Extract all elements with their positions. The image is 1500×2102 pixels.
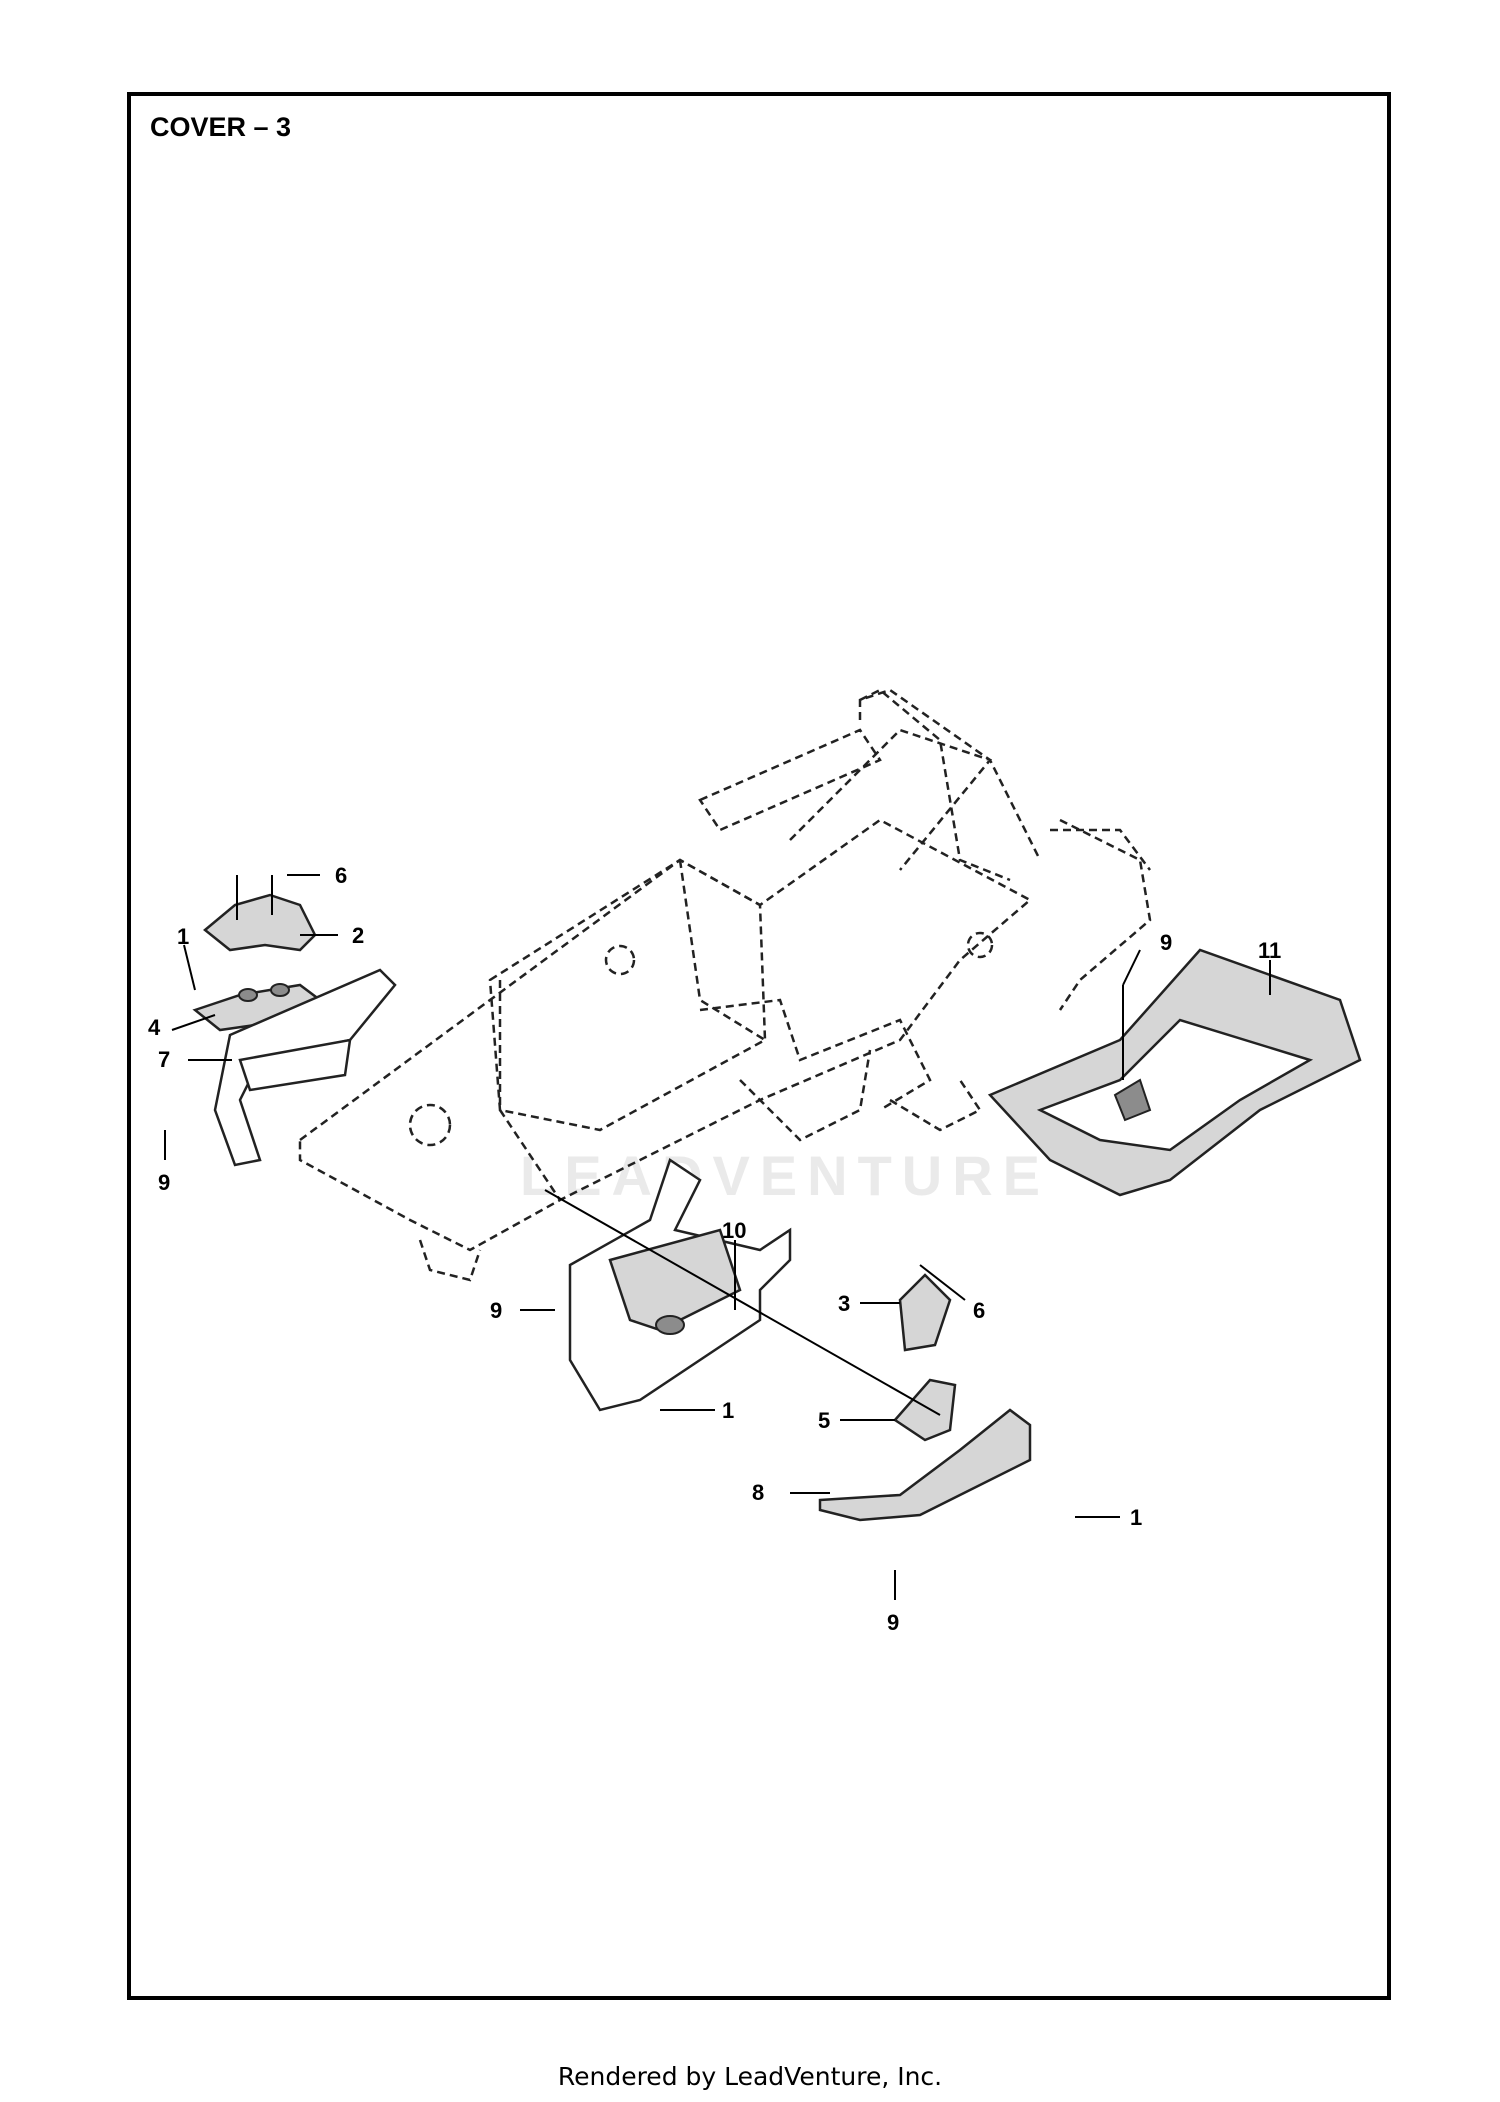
- callout-9: 9: [887, 1610, 899, 1635]
- callout-2: 2: [352, 923, 364, 948]
- callout-10: 10: [722, 1218, 746, 1243]
- diagram-frame: [127, 92, 1391, 2000]
- part-10-center-cover: [568, 1158, 792, 1412]
- part-8-cover: [818, 1408, 1032, 1522]
- part-11-floor-mat: [987, 948, 1362, 1197]
- callout-9: 9: [158, 1170, 170, 1195]
- callout-3: 3: [838, 1291, 850, 1316]
- callout-1: 1: [722, 1398, 734, 1423]
- leader-lines: [164, 874, 1271, 1600]
- callout-5: 5: [818, 1408, 830, 1433]
- callout-9: 9: [490, 1298, 502, 1323]
- watermark: LEADVENTURE: [520, 1144, 1050, 1207]
- callout-6: 6: [973, 1298, 985, 1323]
- part-7-bracket: [213, 968, 397, 1167]
- part-3-cover: [898, 1273, 952, 1352]
- diagram-title: COVER – 3: [150, 112, 292, 142]
- callout-6: 6: [335, 863, 347, 888]
- callout-1: 1: [1130, 1505, 1142, 1530]
- chassis-frame-outline: [298, 688, 1152, 1282]
- callout-8: 8: [752, 1480, 764, 1505]
- callout-7: 7: [158, 1047, 170, 1072]
- footer-credit: Rendered by LeadVenture, Inc.: [557, 2062, 943, 2091]
- callout-9: 9: [1160, 930, 1172, 955]
- callout-1: 1: [177, 924, 189, 949]
- part-2-cover: [203, 875, 317, 952]
- callout-11: 11: [1258, 938, 1281, 963]
- callout-labels: 6 2 1 4 7 9 9 11 10 9 1 3 6 5 8 1 9: [148, 863, 1281, 1635]
- part-5-cover: [893, 1378, 957, 1442]
- callout-4: 4: [148, 1015, 161, 1040]
